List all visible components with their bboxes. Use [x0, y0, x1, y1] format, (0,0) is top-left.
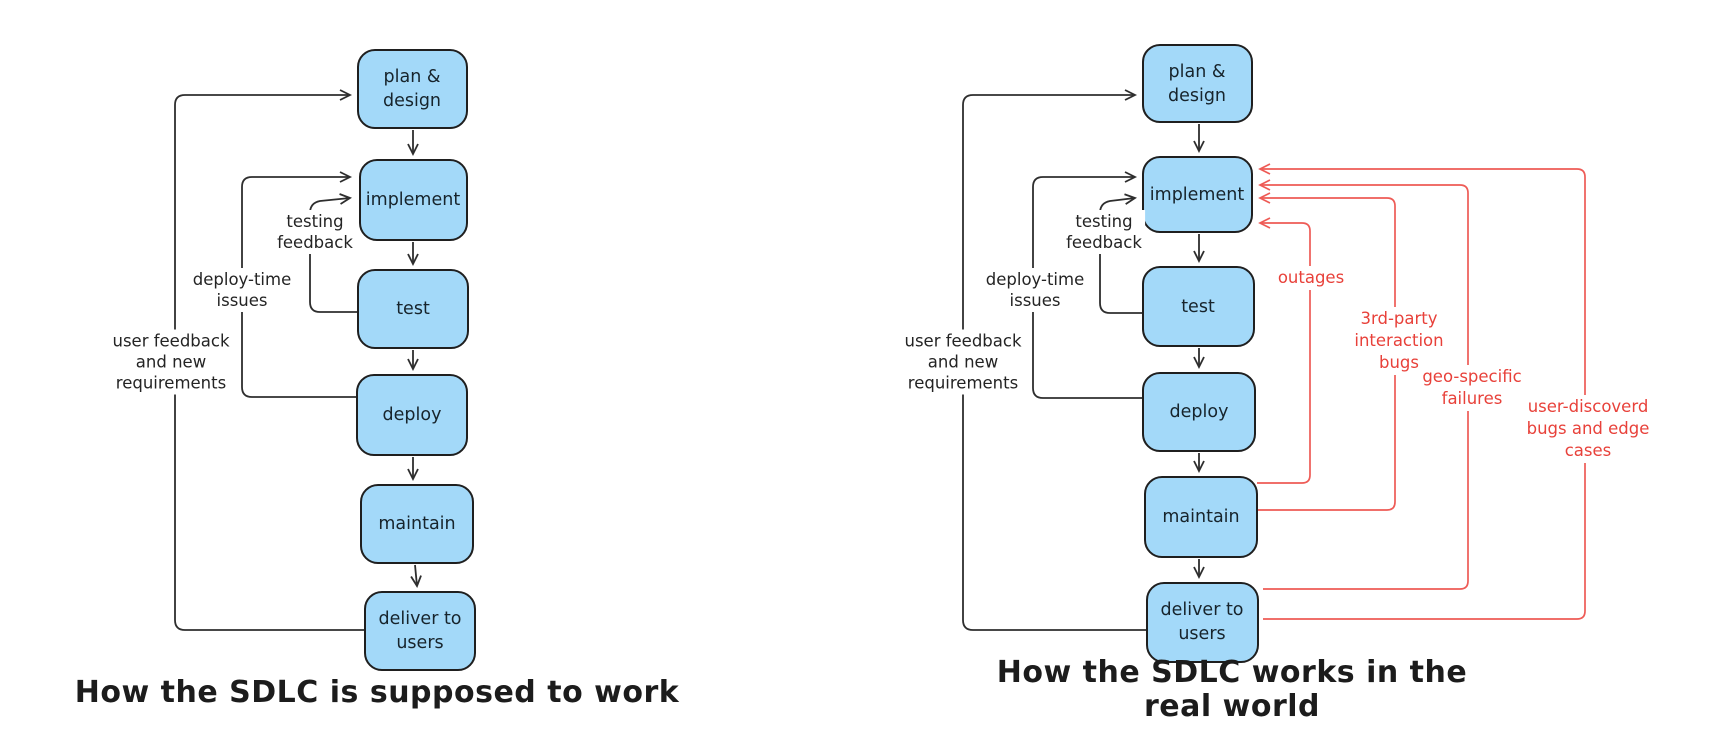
left-diagram: [174, 49, 476, 671]
left-node-test-box: [357, 269, 469, 349]
right-edge-user-discovered-bugs: [1258, 163, 1586, 620]
left-node-deploy-box: [356, 374, 468, 456]
right-node-deploy-box: [1142, 372, 1256, 452]
right-edge-3rd-party-bugs: [1258, 192, 1396, 511]
right-edge-geo-specific-failures: [1258, 179, 1469, 590]
left-edge-deploy-time-issues: [241, 171, 357, 398]
left-node-plan-design-box: [357, 49, 468, 129]
right-edge-testing-feedback: [1099, 193, 1143, 314]
right-node-deliver-box: [1146, 582, 1259, 663]
right-node-test-box: [1142, 266, 1255, 347]
right-edge-outages: [1257, 217, 1311, 484]
left-edge-user-feedback: [174, 89, 365, 631]
left-node-implement-box: [359, 159, 468, 241]
right-edge-deploy-time-issues: [1032, 171, 1143, 399]
right-node-maintain-box: [1144, 476, 1258, 558]
right-edge-user-feedback: [962, 89, 1147, 631]
right-node-plan-design-box: [1142, 44, 1253, 123]
right-diagram: [962, 44, 1586, 663]
left-node-deliver-box: [364, 591, 476, 671]
left-edge-maintain-deliver: [410, 564, 422, 589]
right-node-implement-box: [1142, 156, 1253, 233]
left-node-maintain-box: [360, 484, 474, 564]
left-edge-testing-feedback: [309, 193, 358, 313]
